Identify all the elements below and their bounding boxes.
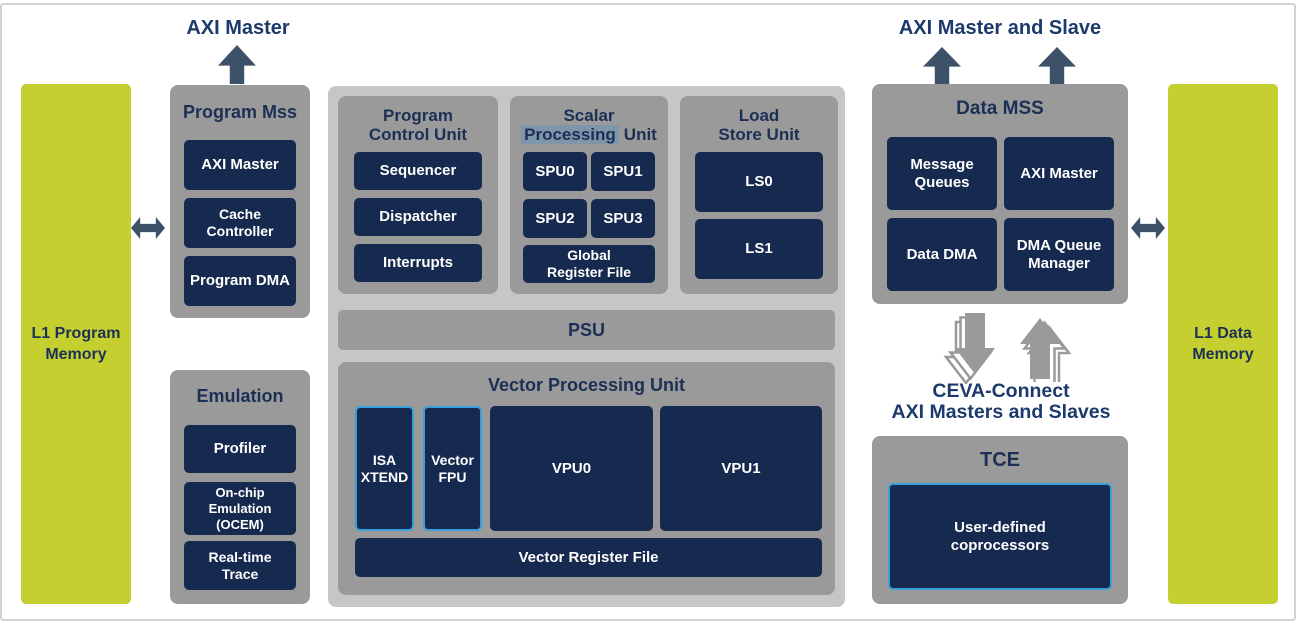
psu-bar: PSU xyxy=(338,310,835,350)
spu3-block: SPU3 xyxy=(591,199,655,238)
profiler-block: Profiler xyxy=(184,425,296,473)
vpu1-block: VPU1 xyxy=(660,406,822,531)
bidirectional-arrow-icon xyxy=(1131,217,1165,239)
spu0-block: SPU0 xyxy=(523,152,587,191)
interrupts-block: Interrupts xyxy=(354,244,482,282)
bidirectional-arrow-icon xyxy=(131,217,165,239)
user-defined-coprocessors-block: User-defined coprocessors xyxy=(888,483,1112,590)
stacked-down-arrow-icon xyxy=(943,313,995,384)
sequencer-block: Sequencer xyxy=(354,152,482,190)
cache-controller-block: Cache Controller xyxy=(184,198,296,248)
axi-master-and-slave-label: AXI Master and Slave xyxy=(898,17,1102,39)
ocem-block: On-chip Emulation (OCEM) xyxy=(184,482,296,535)
program-control-unit-panel: Program Control Unit Sequencer Dispatche… xyxy=(338,96,498,294)
up-arrow-icon xyxy=(1038,47,1076,84)
core-container: Program Control Unit Sequencer Dispatche… xyxy=(328,86,845,607)
spu1-block: SPU1 xyxy=(591,152,655,191)
program-mss-panel: Program Mss AXI Master Cache Controller … xyxy=(170,85,310,318)
data-mss-title: Data MSS xyxy=(956,98,1044,119)
real-time-trace-block: Real-time Trace xyxy=(184,541,296,590)
vector-processing-unit-panel: Vector Processing Unit ISA XTEND Vector … xyxy=(338,362,835,595)
ls0-block: LS0 xyxy=(695,152,823,212)
program-dma-block: Program DMA xyxy=(184,256,296,306)
tce-title: TCE xyxy=(980,449,1020,471)
l1-program-memory-block: L1 Program Memory xyxy=(21,84,131,604)
vector-fpu-block: Vector FPU xyxy=(423,406,482,531)
emulation-title: Emulation xyxy=(196,386,284,406)
global-register-file-block: Global Register File xyxy=(523,245,655,283)
pcu-title: Program Control Unit xyxy=(368,106,468,144)
isa-xtend-block: ISA XTEND xyxy=(355,406,414,531)
data-mss-panel: Data MSS Message Queues AXI Master Data … xyxy=(872,84,1128,304)
program-mss-title: Program Mss xyxy=(182,102,298,122)
up-arrow-icon xyxy=(923,47,961,84)
message-queues-block: Message Queues xyxy=(887,137,997,210)
l1-data-memory-block: L1 Data Memory xyxy=(1168,84,1278,604)
data-dma-block: Data DMA xyxy=(887,218,997,291)
dma-queue-manager-block: DMA Queue Manager xyxy=(1004,218,1114,291)
l1-program-memory-label: L1 Program Memory xyxy=(31,325,121,363)
up-arrow-icon xyxy=(218,45,256,84)
lsu-title: Load Store Unit xyxy=(718,106,800,144)
vector-register-file-block: Vector Register File xyxy=(355,538,822,577)
dispatcher-block: Dispatcher xyxy=(354,198,482,236)
ls1-block: LS1 xyxy=(695,219,823,279)
vpu0-block: VPU0 xyxy=(490,406,653,531)
tce-panel: TCE User-defined coprocessors xyxy=(872,436,1128,604)
axi-master-label: AXI Master xyxy=(186,17,290,39)
spu2-block: SPU2 xyxy=(523,199,587,238)
stacked-up-arrow-icon xyxy=(1020,318,1072,382)
l1-data-memory-label: L1 Data Memory xyxy=(1192,325,1254,363)
axi-master-block: AXI Master xyxy=(1004,137,1114,210)
highlighted-word: Processing xyxy=(521,125,619,144)
load-store-unit-panel: Load Store Unit LS0 LS1 xyxy=(680,96,838,294)
axi-master-block: AXI Master xyxy=(184,140,296,190)
vpu-title: Vector Processing Unit xyxy=(487,375,686,395)
ceva-connect-label: CEVA-Connect AXI Masters and Slaves xyxy=(891,380,1111,423)
emulation-panel: Emulation Profiler On-chip Emulation (OC… xyxy=(170,370,310,604)
